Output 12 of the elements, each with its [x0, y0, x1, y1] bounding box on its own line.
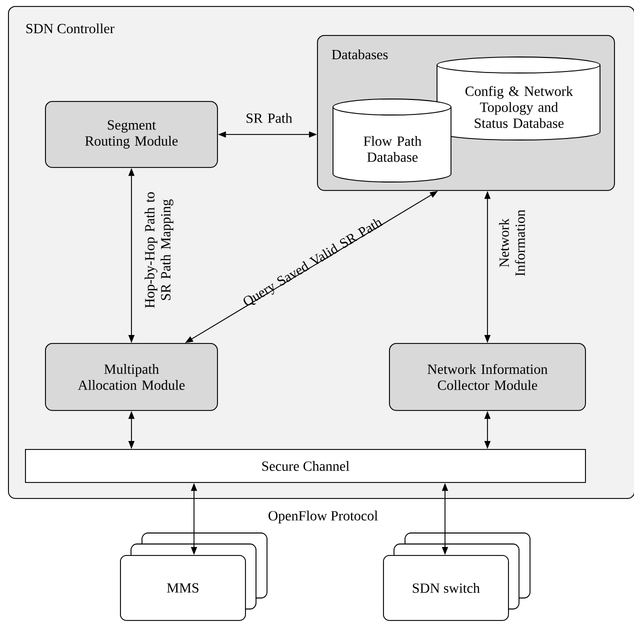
edge-label: SR Path	[246, 113, 292, 123]
database-cylinder: Flow Path Database	[332, 98, 452, 182]
stacked-box: SDN switch	[383, 532, 530, 621]
stacked-box: MMS	[120, 532, 268, 621]
module-box: Network Information Collector Module	[389, 343, 586, 411]
edge-label: Hop-by-Hop Path to SR Path Mapping	[144, 192, 174, 308]
module-box: Segment Routing Module	[45, 101, 218, 168]
edge-label: Network Information	[499, 210, 525, 276]
database-cylinder: Config & Network Topology and Status Database	[436, 56, 600, 140]
channel-bar: Secure Channel	[25, 449, 586, 483]
protocol-label: OpenFlow Protocol	[268, 510, 378, 524]
module-box: Multipath Allocation Module	[45, 343, 218, 411]
